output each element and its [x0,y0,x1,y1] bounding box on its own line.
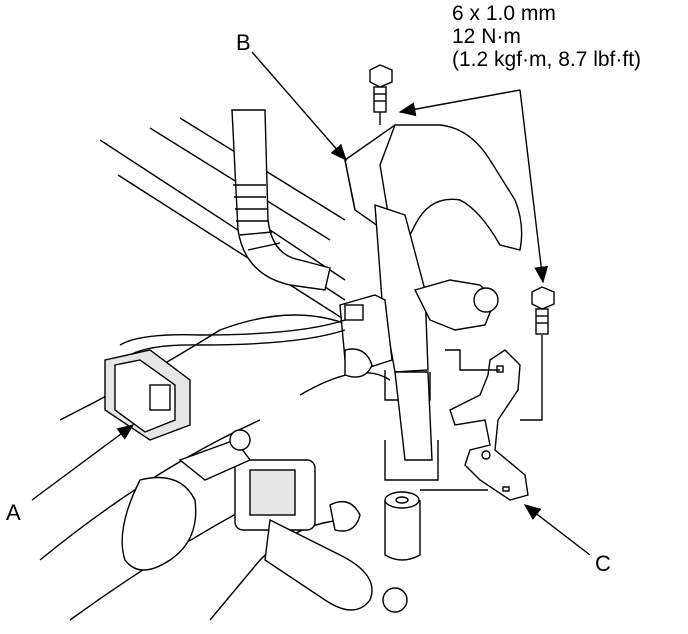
bolt-size-text: 6 x 1.0 mm [452,2,556,25]
spacer-post [384,491,421,561]
bolt-upper [369,64,393,125]
wire-harness [119,319,346,356]
engine-outline [39,117,391,621]
torque-alt-text: (1.2 kgf·m, 8.7 lbf·ft) [452,48,642,71]
torque-nm-text: 12 N·m [452,25,521,48]
part-a-connector [104,349,191,441]
leader-lines [31,51,591,556]
callout-a-label: A [6,500,21,525]
assembly-guides [420,335,543,491]
bolt-lower [531,286,555,335]
injector-group [121,348,408,613]
torque-spec: 6 x 1.0 mm 12 N·m (1.2 kgf·m, 8.7 lbf·ft… [452,2,641,71]
callout-b-label: B [236,30,251,55]
corrugated-hose [231,109,331,291]
callout-c-label: C [595,551,611,576]
part-b-bracket [344,124,523,251]
part-c-bracket [449,349,529,501]
